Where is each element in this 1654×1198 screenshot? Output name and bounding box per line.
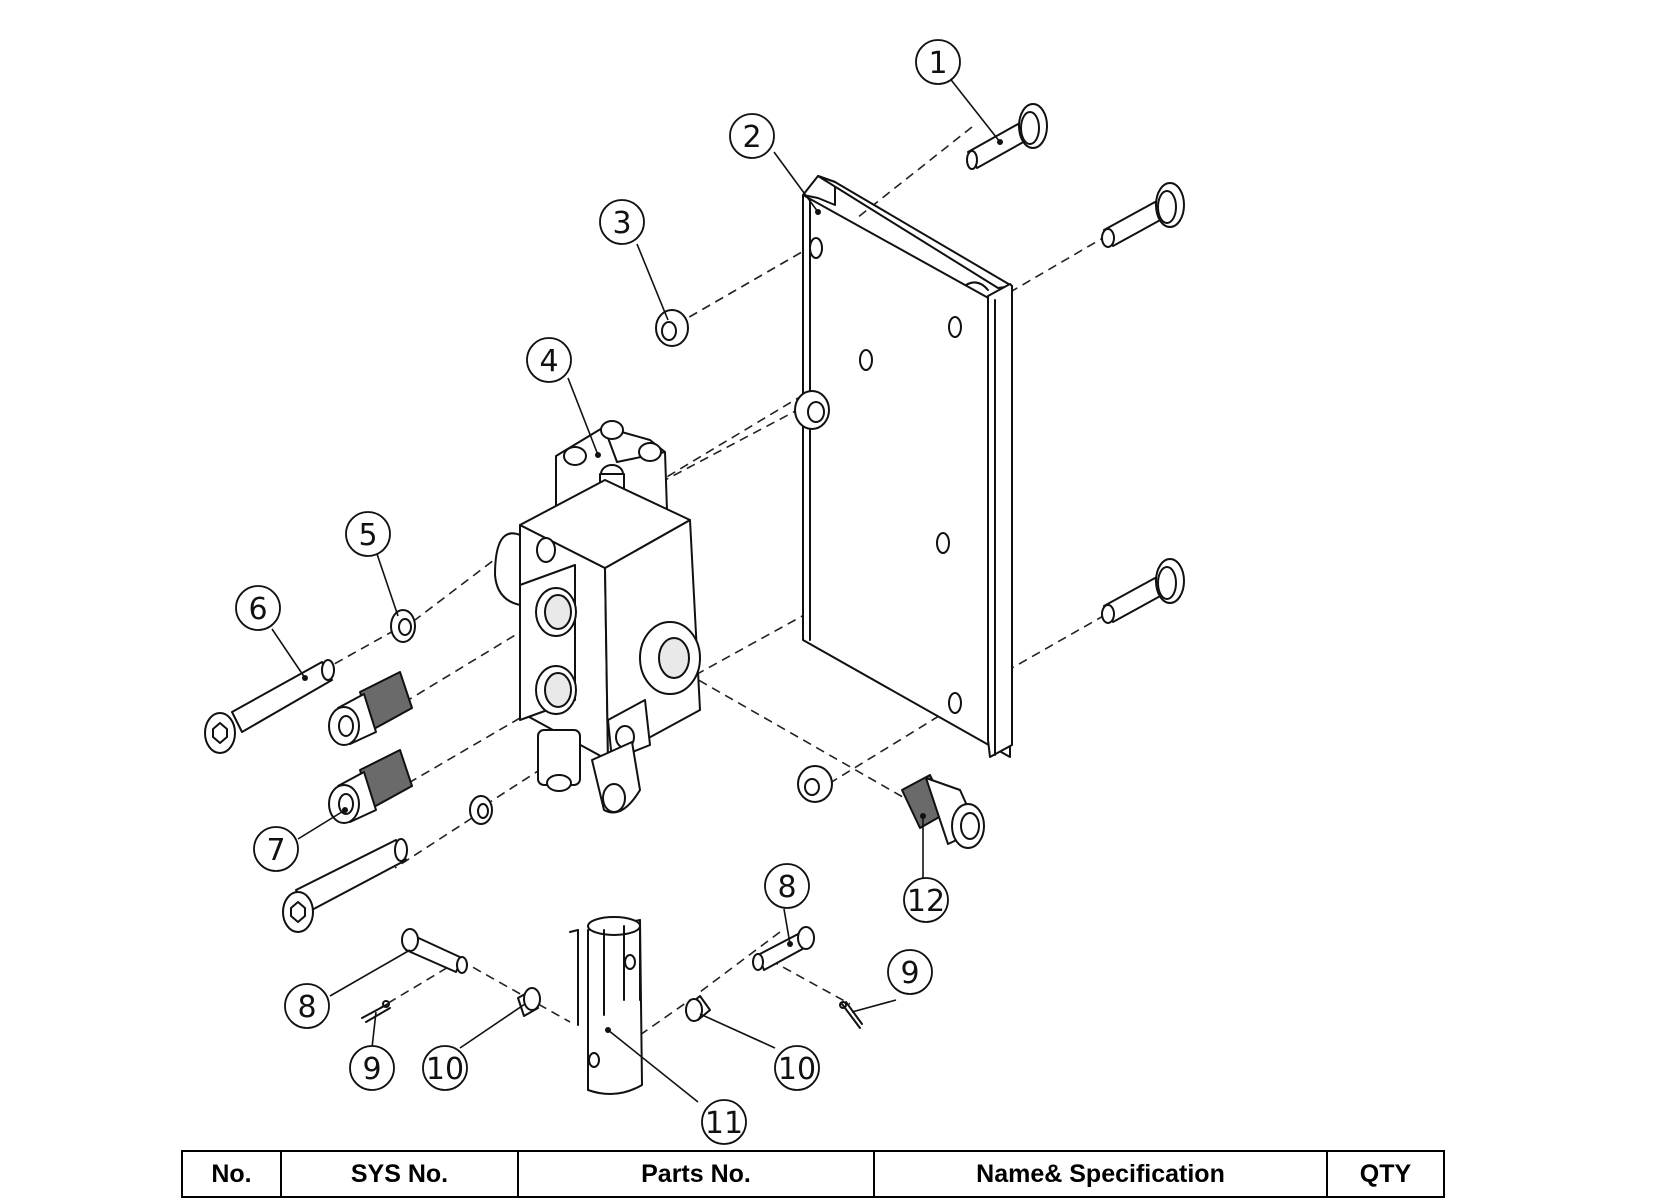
header-no: No. (181, 1150, 282, 1198)
mounting-plate (802, 175, 1013, 758)
hydraulic-fitting-upper (328, 671, 413, 746)
header-name-specification: Name& Specification (873, 1150, 1328, 1198)
callout-10-left: 10 (422, 1045, 468, 1091)
carriage-bolt-bottom (1101, 558, 1185, 624)
callout-9-right: 9 (887, 949, 933, 995)
link-bracket (569, 916, 643, 1095)
callout-7: 7 (253, 826, 299, 872)
callout-10-left-label: 10 (426, 1052, 464, 1087)
lock-nut-middle (794, 390, 830, 430)
callout-6: 6 (235, 585, 281, 631)
callout-8-right: 8 (764, 863, 810, 909)
callout-5-label: 5 (358, 518, 377, 553)
lock-nut-bottom (797, 765, 833, 803)
carriage-bolt-middle (1101, 182, 1185, 248)
carriage-bolt-top (966, 103, 1048, 170)
callout-4-label: 4 (539, 344, 558, 379)
washer-upper (390, 609, 416, 643)
callout-11-label: 11 (705, 1106, 743, 1141)
cotter-pin-left (361, 1000, 391, 1023)
washer-lower (469, 795, 493, 825)
lock-nut-top (655, 309, 689, 347)
callout-4: 4 (526, 337, 572, 383)
callout-12-label: 12 (907, 884, 945, 919)
callout-10-right-label: 10 (778, 1052, 816, 1087)
socket-cap-screw-upper (204, 659, 335, 754)
callout-12: 12 (903, 877, 949, 923)
header-parts-no: Parts No. (517, 1150, 875, 1198)
parts-list-table: No. SYS No. Parts No. Name& Specificatio… (181, 1150, 1445, 1198)
cotter-pin-right (839, 1001, 863, 1029)
callout-5: 5 (345, 511, 391, 557)
callout-9-left: 9 (349, 1045, 395, 1091)
callout-8-left-label: 8 (297, 990, 316, 1025)
socket-cap-screw-lower (282, 838, 408, 933)
hydraulic-fitting-right (901, 774, 985, 849)
callout-6-label: 6 (248, 592, 267, 627)
callout-3: 3 (599, 199, 645, 245)
header-qty: QTY (1326, 1150, 1445, 1198)
callout-8-right-label: 8 (777, 870, 796, 905)
callout-9-right-label: 9 (900, 956, 919, 991)
callout-8-left: 8 (284, 983, 330, 1029)
callout-2: 2 (729, 113, 775, 159)
control-valve (494, 420, 701, 814)
callout-3-label: 3 (612, 206, 631, 241)
callout-7-label: 7 (266, 833, 285, 868)
spacer-left (517, 987, 541, 1017)
callout-9-left-label: 9 (362, 1052, 381, 1087)
callout-leader-lines (271, 75, 1003, 1103)
callout-11: 11 (701, 1099, 747, 1145)
clevis-pin-right (752, 926, 815, 971)
callout-1: 1 (915, 39, 961, 85)
callout-1-label: 1 (928, 46, 947, 81)
header-sys-no: SYS No. (280, 1150, 519, 1198)
callout-10-right: 10 (774, 1045, 820, 1091)
callout-2-label: 2 (742, 120, 761, 155)
table-header-row: No. SYS No. Parts No. Name& Specificatio… (181, 1150, 1445, 1198)
hydraulic-fitting-lower (328, 749, 413, 824)
clevis-pin-left (401, 928, 468, 974)
spacer-right (685, 995, 711, 1022)
